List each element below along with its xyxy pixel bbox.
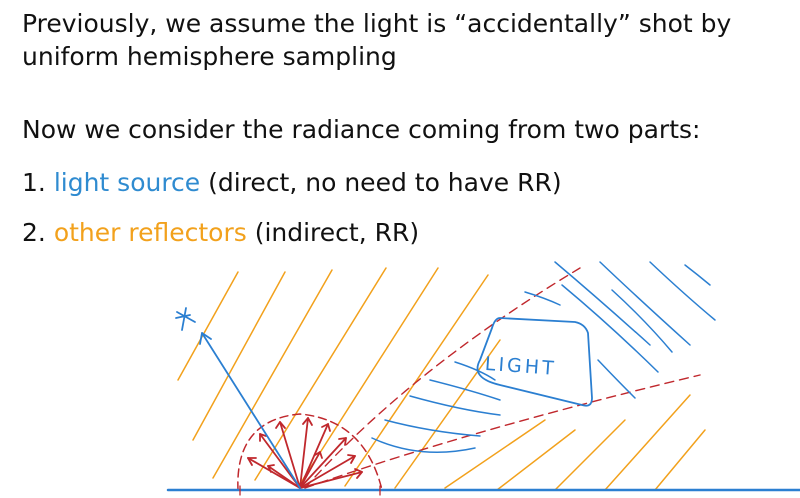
sample-ray-arrowhead [314, 451, 323, 459]
view-direction [199, 332, 301, 489]
indirect-ray-line [344, 274, 489, 487]
direct-light-stroke [371, 437, 476, 453]
indirect-ray-line [254, 267, 387, 481]
light-source-term: light source [53, 168, 201, 197]
indirect-ray-line [496, 429, 576, 491]
view-direction-ray [201, 332, 301, 489]
indirect-ray-line [299, 267, 439, 485]
indirect-ray-line [177, 271, 239, 381]
list-item-light-source: 1. light source (direct, no need to have… [22, 166, 562, 199]
sample-ray [299, 437, 347, 489]
view-direction-arrowhead [199, 332, 212, 345]
cone-lower-edge [304, 374, 701, 489]
sample-ray-arrowhead [275, 421, 286, 429]
sample-ray-arrowhead [259, 433, 267, 442]
indirect-ray-line [604, 394, 691, 491]
sample-ray-arrowhead [321, 423, 331, 432]
sample-ray [299, 471, 363, 489]
list-item-number: 1. [22, 168, 54, 197]
intro-line-1: Previously, we assume the light is “acci… [22, 9, 732, 38]
intro-paragraph: Previously, we assume the light is “acci… [22, 7, 731, 73]
direct-light-hatching [371, 261, 716, 453]
sample-ray [279, 421, 301, 489]
sample-ray-arrowhead [267, 464, 275, 473]
other-reflectors-note: (indirect, RR) [246, 218, 420, 247]
direct-light-stroke [611, 289, 673, 353]
eye-icon [175, 307, 196, 331]
indirect-ray-line [654, 429, 706, 491]
indirect-ray-line [394, 339, 501, 489]
light-source-box [476, 317, 593, 407]
direct-light-stroke [524, 291, 561, 306]
radiance-parts-heading: Now we consider the radiance coming from… [22, 115, 701, 144]
list-item-number: 2. [22, 218, 54, 247]
intro-line-2: uniform hemisphere sampling [22, 42, 397, 71]
light-source-note: (direct, no need to have RR) [200, 168, 562, 197]
indirect-ray-line [212, 269, 333, 479]
hemisphere-sample-rays [247, 417, 363, 489]
sample-ray [299, 451, 321, 489]
direct-light-stroke [554, 261, 651, 346]
sample-ray-arrowhead [302, 417, 313, 426]
sample-ray [299, 417, 309, 489]
sample-ray [267, 465, 301, 489]
other-reflectors-term: other reflectors [53, 218, 247, 247]
direct-light-stroke [649, 261, 716, 321]
direct-light-stroke [429, 379, 501, 401]
sample-ray [299, 455, 356, 489]
direct-light-stroke [409, 395, 501, 416]
indirect-ray-line [554, 419, 626, 491]
direct-light-stroke [561, 284, 659, 373]
sample-ray-arrowhead [247, 457, 257, 466]
indirect-ray-line [444, 419, 546, 489]
sample-ray-arrowhead [338, 437, 347, 446]
indirect-ray-hatching [177, 267, 706, 491]
sample-ray-arrowhead [354, 468, 363, 479]
sample-ray-arrowhead [347, 454, 356, 464]
direct-light-stroke [684, 264, 711, 286]
direct-light-stroke [384, 419, 481, 437]
light-label: LIGHT [484, 353, 557, 380]
direct-light-stroke [599, 261, 691, 346]
sample-ray [299, 423, 329, 489]
indirect-ray-line [192, 271, 286, 441]
direct-light-stroke [597, 359, 636, 399]
list-item-other-reflectors: 2. other reflectors (indirect, RR) [22, 216, 419, 249]
sampling-hemisphere [237, 413, 383, 491]
